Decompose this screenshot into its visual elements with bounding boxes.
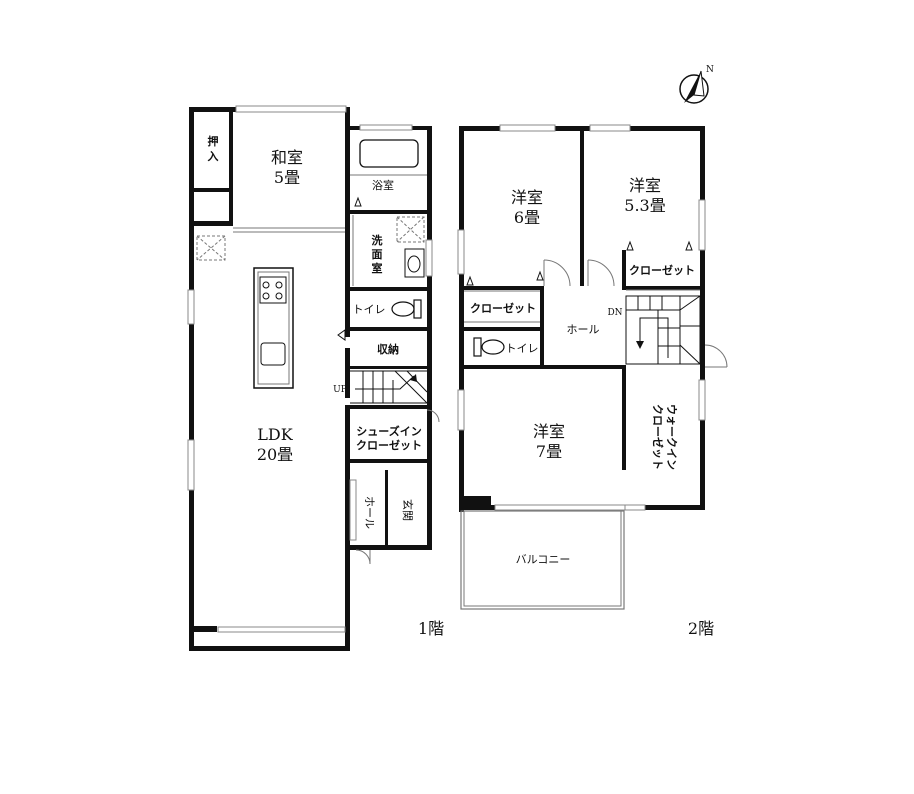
up-label: UP xyxy=(333,385,347,395)
balcony-label: バルコニー xyxy=(516,553,571,566)
wic-label-1: ウォークイン xyxy=(665,404,678,470)
floor-2-label: 2階 xyxy=(688,619,714,638)
hall-2f-label: ホール xyxy=(567,323,600,336)
north-label: N xyxy=(706,65,714,75)
dn-label: DN xyxy=(607,308,622,318)
youshitsu-1-label: 洋室 xyxy=(511,188,543,207)
closet-right-label: クローゼット xyxy=(629,263,695,277)
washitsu-size: 5畳 xyxy=(274,168,300,187)
yokushitsu-label: 浴室 xyxy=(372,178,394,192)
washitsu-label: 和室 xyxy=(271,148,303,167)
youshitsu-2-label: 洋室 xyxy=(629,176,661,195)
stairs-icon xyxy=(350,370,428,404)
floor-2: 洋室 6畳 洋室 5.3畳 クローゼット クローゼット ホール DN トイレ 洋… xyxy=(457,124,728,638)
north-compass-icon: N xyxy=(679,65,714,104)
oshiire-label-1: 押 xyxy=(208,134,219,148)
youshitsu-3-label: 洋室 xyxy=(533,422,565,441)
oshiire-label-2: 入 xyxy=(208,150,219,163)
shuno-label: 収納 xyxy=(377,342,399,356)
wic-label-2: クローゼット xyxy=(651,404,665,470)
floor-1: 押 入 和室 5畳 浴室 洗 面 室 トイレ 収納 UP LDK 20畳 シュー… xyxy=(187,105,444,651)
senmen-label-2: 面 xyxy=(372,248,383,261)
shoes-closet-label-2: クローゼット xyxy=(356,438,422,452)
floor-1-label: 1階 xyxy=(418,619,444,638)
ldk-size: 20畳 xyxy=(257,445,293,464)
youshitsu-3-size: 7畳 xyxy=(536,442,562,461)
senmen-label-1: 洗 xyxy=(372,233,383,247)
youshitsu-2-size: 5.3畳 xyxy=(624,196,665,215)
toilet-2f-label: トイレ xyxy=(506,342,539,355)
genkan-label: 玄関 xyxy=(401,499,415,521)
hall-1f-label: ホール xyxy=(363,496,376,529)
kitchen-counter xyxy=(253,267,294,389)
toilet-1f-label: トイレ xyxy=(353,303,386,316)
youshitsu-1-size: 6畳 xyxy=(514,208,540,227)
closet-left-label: クローゼット xyxy=(470,301,536,315)
ldk-label: LDK xyxy=(257,425,293,444)
senmen-label-3: 室 xyxy=(372,261,383,275)
shoes-closet-label-1: シューズイン xyxy=(356,424,421,438)
stairs-icon xyxy=(625,295,701,365)
